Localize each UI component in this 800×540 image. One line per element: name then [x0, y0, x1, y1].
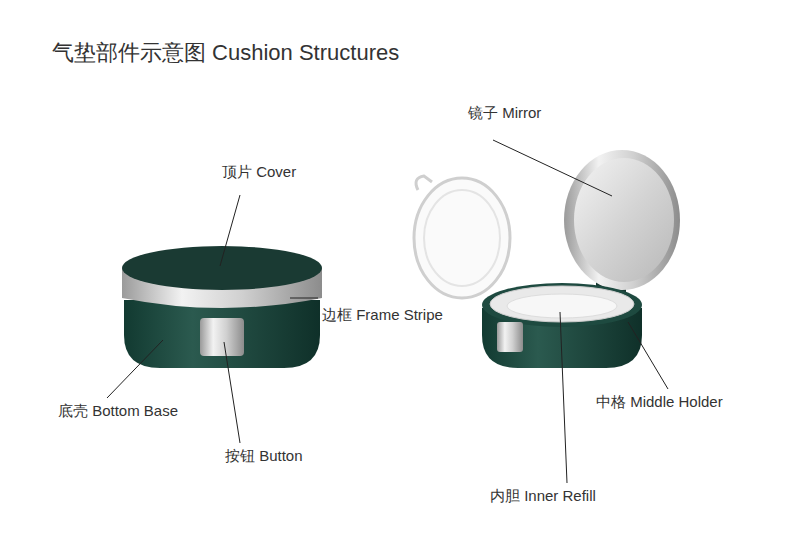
bottom-base — [124, 300, 320, 368]
mirror — [574, 158, 674, 282]
leader-line — [628, 322, 668, 389]
part-label: 边框 Frame Stripe — [322, 306, 443, 324]
part-label: 按钮 Button — [225, 447, 303, 465]
clear-lid-inner — [424, 190, 500, 286]
leader-line — [224, 342, 240, 443]
leader-line — [493, 140, 612, 196]
leader-line — [107, 340, 163, 398]
clear-lid — [414, 178, 510, 298]
base-rim — [482, 283, 642, 327]
diagram-title: 气垫部件示意图 Cushion Structures — [52, 40, 399, 66]
lid-tab — [416, 176, 432, 190]
part-label: 镜子 Mirror — [468, 104, 541, 122]
inner-refill — [507, 294, 617, 318]
mirror-rim — [564, 150, 680, 290]
part-label: 顶片 Cover — [222, 163, 296, 181]
leader-line — [290, 298, 318, 299]
leader-line — [220, 195, 240, 266]
leader-line — [560, 312, 567, 483]
part-label: 底壳 Bottom Base — [58, 402, 178, 420]
button — [200, 318, 244, 356]
part-label: 内胆 Inner Refill — [490, 487, 596, 505]
cover — [122, 246, 322, 290]
button — [497, 322, 523, 352]
part-label: 中格 Middle Holder — [596, 393, 723, 411]
middle-holder — [490, 286, 634, 322]
